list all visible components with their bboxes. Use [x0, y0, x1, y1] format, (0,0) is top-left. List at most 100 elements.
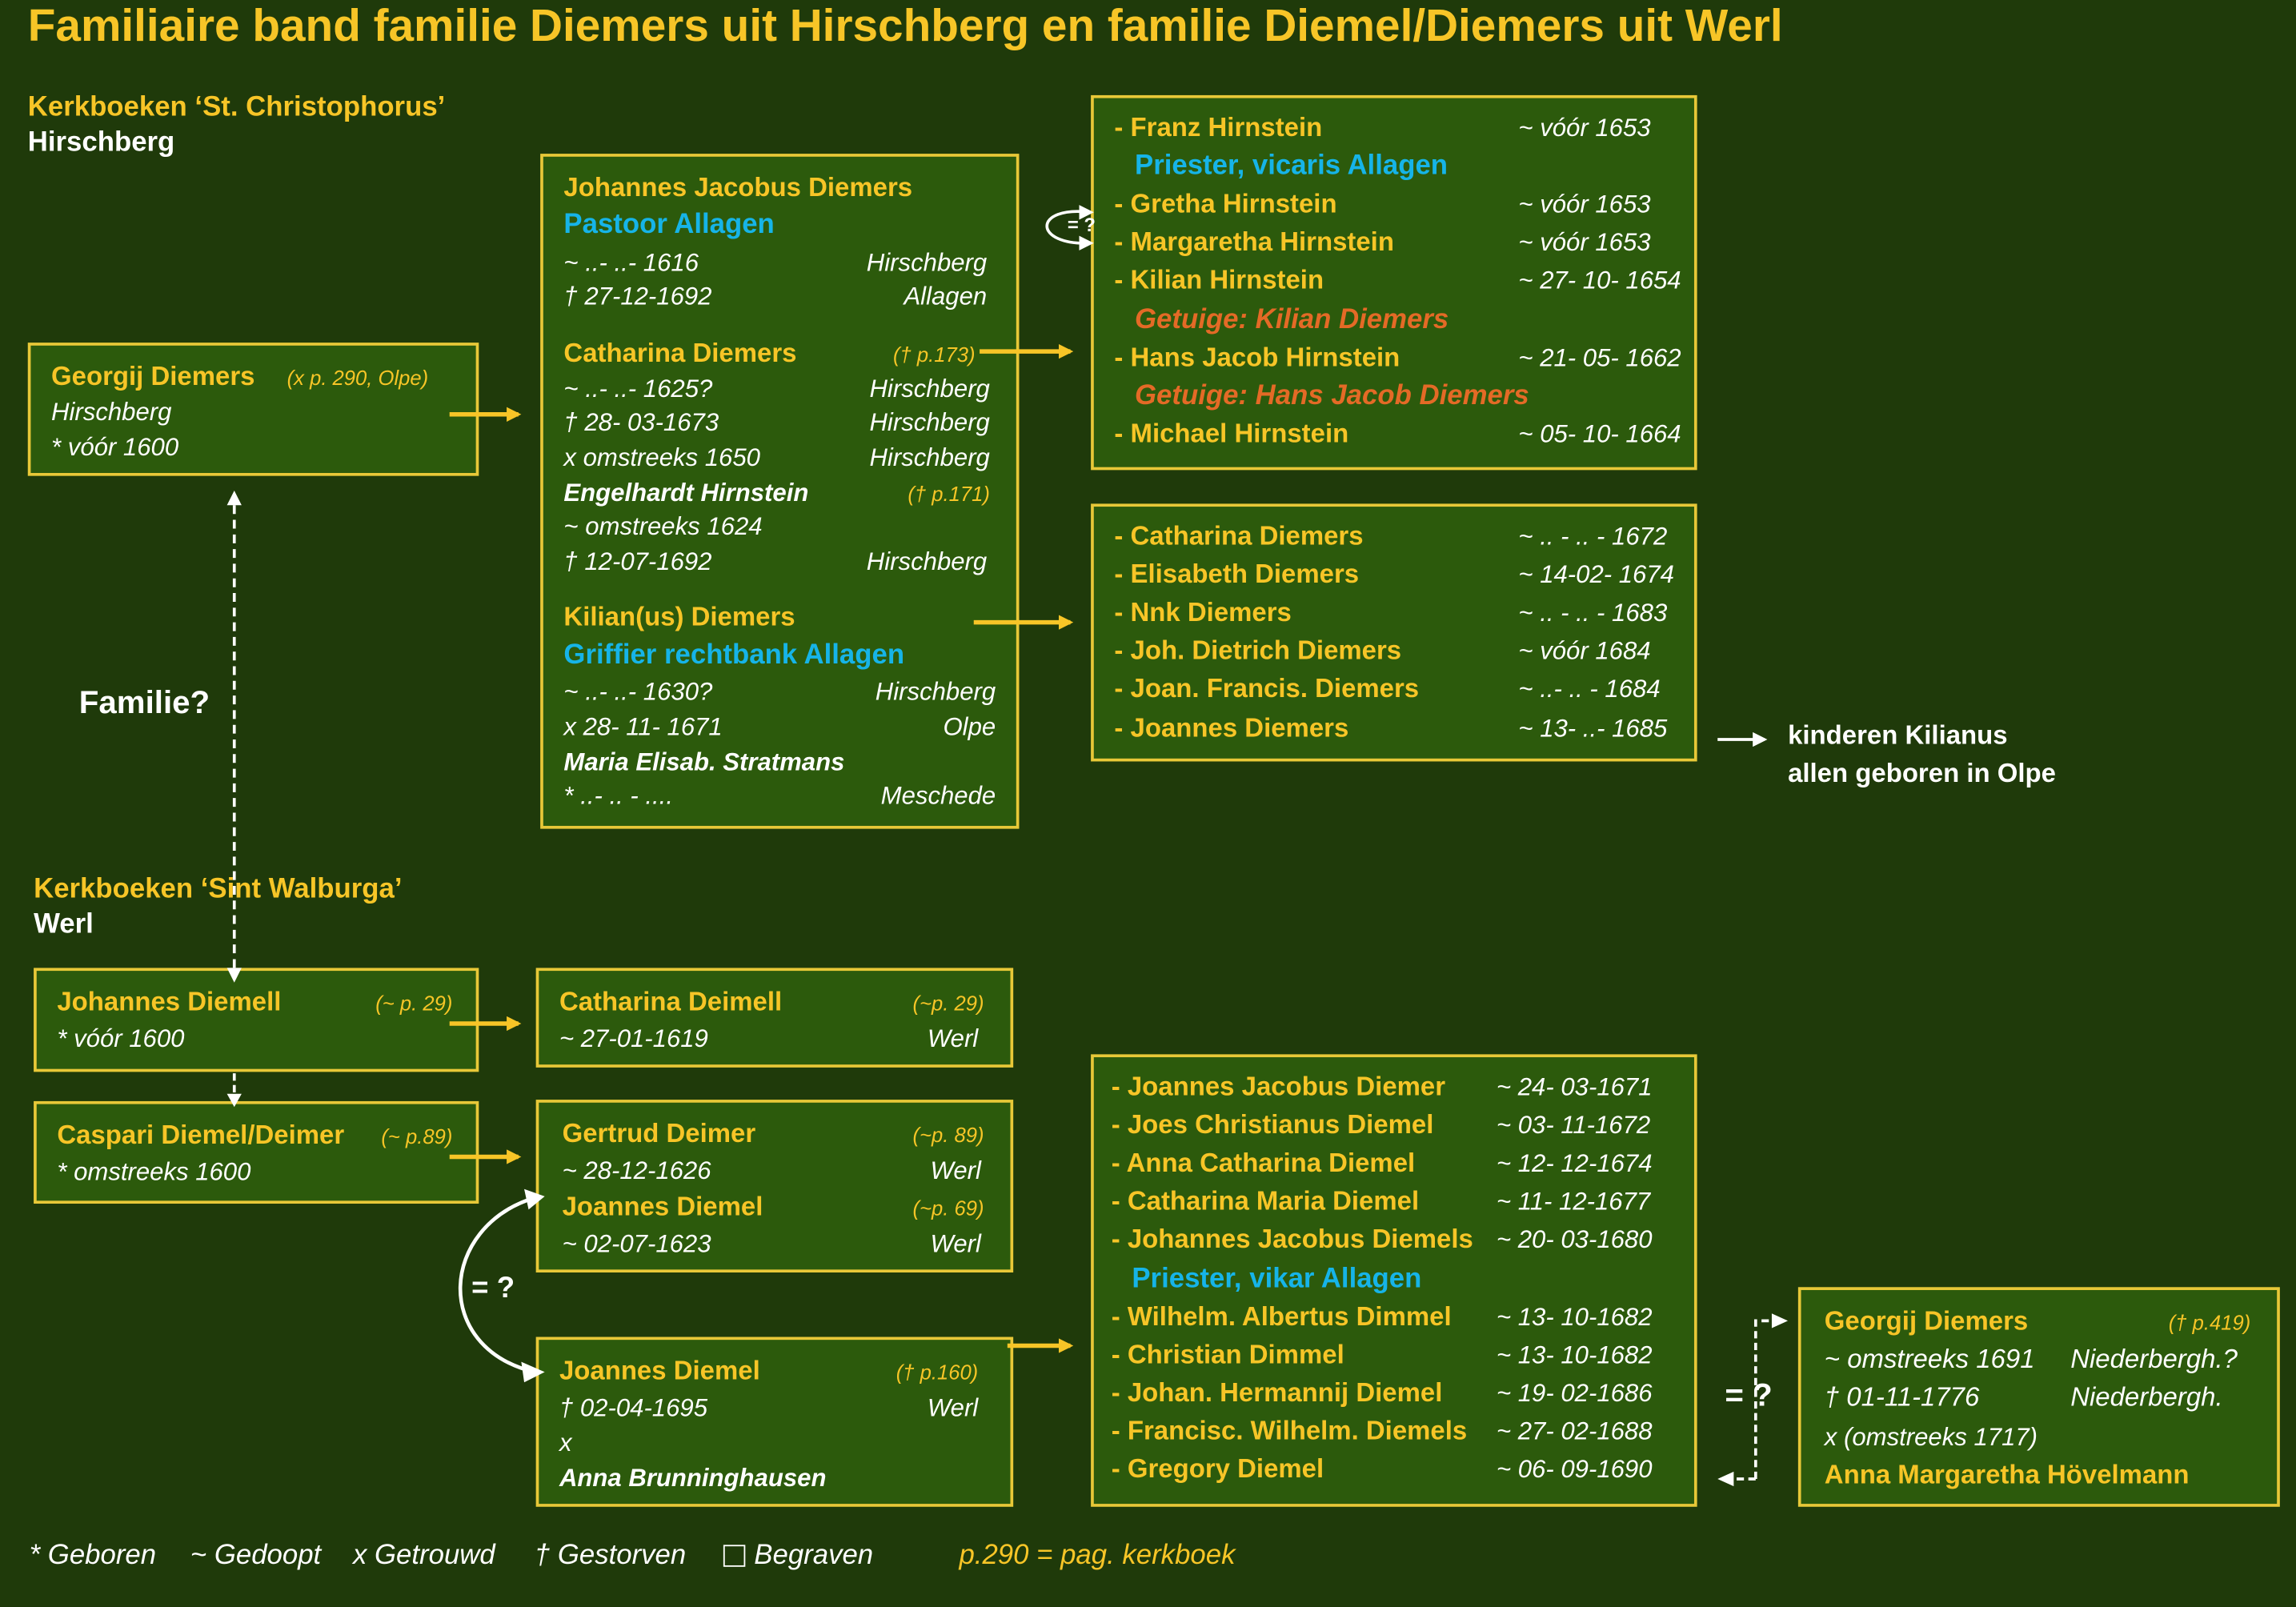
catharina-marriage-place: Hirschberg: [869, 443, 990, 472]
child-date: ~ 13- 10-1682: [1496, 1341, 1653, 1369]
spouse-death-place: Hirschberg: [866, 547, 988, 576]
birth-text: * vóór 1600: [51, 433, 179, 462]
kilian-name: Kilian(us) Diemers: [563, 602, 795, 631]
section-hirschberg-place: Hirschberg: [27, 127, 175, 158]
gertrud-baptism-place: Werl: [930, 1156, 981, 1185]
spouse-baptism: ~ omstreeks 1624: [563, 512, 763, 541]
birth-text: * omstreeks 1600: [57, 1158, 251, 1187]
person-name: Johannes Diemell: [57, 987, 282, 1016]
kilian-marriage: x 28- 11- 1671: [563, 713, 723, 741]
catharina-death: † 28- 03-1673: [563, 408, 719, 437]
page-reference: († p.419): [2168, 1310, 2251, 1334]
marriage-text: x: [559, 1429, 572, 1457]
death-place: Niederbergh.: [2070, 1382, 2223, 1412]
child-date: ~ 20- 03-1680: [1496, 1226, 1653, 1254]
square-icon: [723, 1545, 746, 1567]
kilian-marriage-place: Olpe: [943, 713, 996, 741]
joannes-diemel-box: Joannes Diemel († p.160) † 02-04-1695 We…: [535, 1336, 1014, 1507]
child-name: - Joh. Dietrich Diemers: [1114, 635, 1402, 666]
child-name: - Joes Christianus Diemel: [1111, 1110, 1434, 1140]
legend-born: * Geboren: [29, 1540, 157, 1572]
child-name: - Johannes Jacobus Diemels: [1111, 1224, 1473, 1254]
child-name: - Christian Dimmel: [1111, 1339, 1344, 1369]
note-text: Priester, vikar Allagen: [1132, 1263, 1422, 1294]
jj-baptism-place: Hirschberg: [866, 249, 988, 277]
curved-link-joannes-equal: [458, 1196, 535, 1374]
kilian-spouse: Maria Elisab. Stratmans: [563, 747, 845, 776]
baptism-place: Werl: [927, 1024, 979, 1053]
section-werl-heading: Kerkboeken ‘Sint Walburga’: [34, 874, 403, 905]
child-date: ~ 12- 12-1674: [1496, 1149, 1653, 1178]
child-name: - Catharina Diemers: [1114, 521, 1364, 551]
baptism-text: ~ 27-01-1619: [559, 1024, 708, 1053]
child-date: ~ 21- 05- 1662: [1518, 343, 1681, 372]
child-date: ~ 11- 12-1677: [1496, 1188, 1651, 1216]
child-name: - Johan. Hermannij Diemel: [1111, 1377, 1443, 1407]
child-name: - Joannes Diemers: [1114, 712, 1349, 742]
legend-page: p.290 = pag. kerkboek: [959, 1540, 1236, 1572]
curved-link-gretha-margaretha: [1045, 210, 1092, 245]
page-reference: (~p. 29): [912, 991, 984, 1015]
page-reference: (x p. 290, Olpe): [286, 366, 429, 390]
spouse-death: † 12-07-1692: [563, 547, 712, 576]
catharina-deimell-box: Catharina Deimell (~p. 29) ~ 27-01-1619 …: [535, 968, 1014, 1068]
gertrud-name: Gertrud Deimer: [562, 1118, 756, 1148]
person-name: Catharina Deimell: [559, 987, 783, 1016]
jj-baptism: ~ ..- ..- 1616: [563, 249, 699, 277]
person-name: Georgij Diemers: [1824, 1306, 2029, 1336]
kinderen-note-line1: kinderen Kilianus: [1788, 720, 2008, 750]
child-date: ~ 13- 10-1682: [1496, 1302, 1653, 1331]
child-name: - Margaretha Hirnstein: [1114, 227, 1394, 257]
child-date: ~ 13- ..- 1685: [1518, 713, 1668, 742]
jj-role: Pastoor Allagen: [563, 209, 775, 241]
child-name: - Gretha Hirnstein: [1114, 189, 1337, 218]
kilian-baptism-place: Hirschberg: [875, 678, 996, 706]
child-date: ~ .. - .. - 1672: [1518, 523, 1668, 551]
joannes-ref: (~p. 69): [912, 1196, 984, 1220]
note-text: Getuige: Kilian Diemers: [1135, 303, 1449, 335]
caspari-box: Caspari Diemel/Deimer (~ p.89) * omstree…: [34, 1100, 479, 1204]
page-title: Familiaire band familie Diemers uit Hirs…: [27, 0, 1783, 52]
section-hirschberg-heading: Kerkboeken ‘St. Christophorus’: [27, 92, 446, 123]
birth-text: * vóór 1600: [57, 1024, 185, 1053]
georgij-diemers-niederbergh-box: Georgij Diemers († p.419) ~ omstreeks 16…: [1797, 1287, 2280, 1507]
legend-married: x Getrouwd: [352, 1540, 495, 1572]
jj-name: Johannes Jacobus Diemers: [563, 172, 913, 202]
kilian-children-box: - Catharina Diemers~ .. - .. - 1672- Eli…: [1091, 503, 1697, 762]
child-date: ~ vóór 1684: [1518, 637, 1651, 666]
page-reference: (~ p. 29): [375, 991, 453, 1015]
joannes-baptism-place: Werl: [930, 1229, 981, 1258]
legend-died: † Gestorven: [534, 1540, 687, 1572]
equal-question-gretha: = ?: [1067, 214, 1096, 236]
child-date: ~ 05- 10- 1664: [1518, 419, 1681, 448]
child-name: - Nnk Diemers: [1114, 597, 1292, 627]
child-date: ~ 19- 02-1686: [1496, 1379, 1653, 1407]
jj-death: † 27-12-1692: [563, 283, 712, 311]
kinderen-note-line2: allen geboren in Olpe: [1788, 758, 2056, 788]
child-name: - Michael Hirnstein: [1114, 418, 1349, 448]
equal-question-georgij: = ?: [1725, 1376, 1773, 1413]
johannes-diemell-box: Johannes Diemell (~ p. 29) * vóór 1600: [34, 968, 479, 1072]
child-date: ~ vóór 1653: [1518, 228, 1651, 257]
catharina-death-place: Hirschberg: [869, 408, 990, 437]
child-date: ~ 27- 02-1688: [1496, 1417, 1653, 1445]
child-date: ~ ..- .. - 1684: [1518, 675, 1661, 703]
legend-baptized: ~ Gedoopt: [190, 1540, 322, 1572]
gertrud-joannes-box: Gertrud Deimer (~p. 89) ~ 28-12-1626 Wer…: [535, 1100, 1014, 1273]
person-name: Joannes Diemel: [559, 1356, 760, 1385]
child-name: - Gregory Diemel: [1111, 1453, 1324, 1484]
catharina-spouse: Engelhardt Hirnstein: [563, 479, 809, 507]
kilian-baptism: ~ ..- ..- 1630?: [563, 678, 713, 706]
catharina-spouse-ref: († p.171): [908, 481, 990, 506]
child-name: - Wilhelm. Albertus Dimmel: [1111, 1300, 1452, 1331]
child-date: ~ 06- 09-1690: [1496, 1455, 1653, 1484]
kilian-spouse-birth-place: Meschede: [880, 782, 996, 810]
catharina-ref: († p.173): [893, 343, 976, 367]
page-reference: (~ p.89): [381, 1124, 453, 1148]
diemers-siblings-box: Johannes Jacobus Diemers Pastoor Allagen…: [540, 154, 1020, 829]
page-reference: († p.160): [896, 1360, 979, 1385]
legend-buried: Begraven: [723, 1542, 873, 1569]
child-name: - Hans Jacob Hirnstein: [1114, 342, 1400, 372]
equal-question-joannes: = ?: [471, 1272, 515, 1305]
